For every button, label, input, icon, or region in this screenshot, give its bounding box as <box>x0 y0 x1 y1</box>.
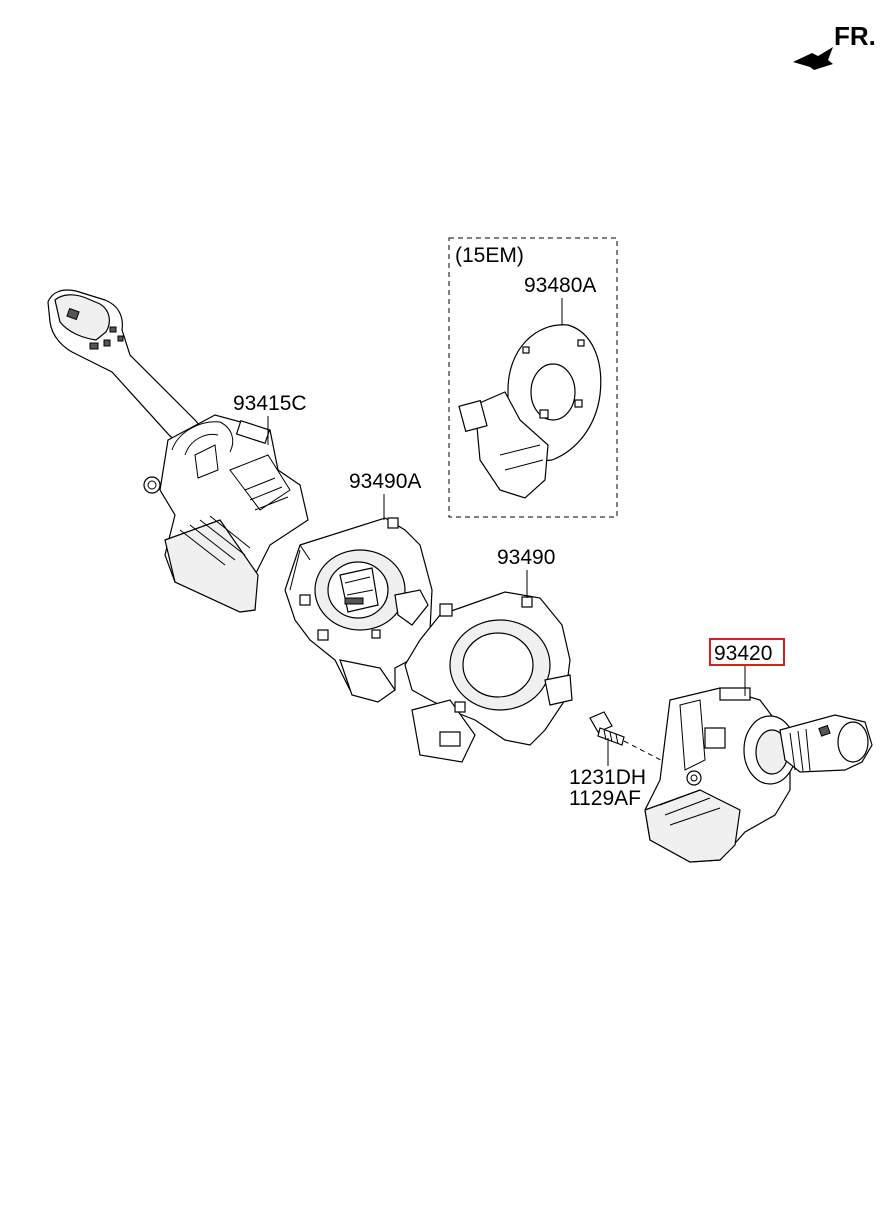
front-direction-indicator: FR. <box>793 21 876 70</box>
variant-label: (15EM) <box>455 244 524 267</box>
part-number-label: 93415C <box>233 392 307 415</box>
steering-angle-sensor <box>458 324 602 499</box>
front-arrow-icon <box>793 47 833 70</box>
part-number-label: 93490 <box>497 546 555 569</box>
callout-screw: 1231DH 1129AF <box>569 738 646 810</box>
contact-assembly <box>404 591 573 763</box>
callout-93490: 93490 <box>497 546 555 598</box>
clock-spring-assembly <box>284 517 433 703</box>
callout-93415C: 93415C <box>233 392 307 445</box>
callout-93490A: 93490A <box>349 470 421 520</box>
front-label: FR. <box>834 21 876 51</box>
screw-fastener <box>589 711 681 771</box>
highlight-box <box>709 638 785 666</box>
variant-box-15EM: (15EM) 93480A <box>448 237 618 518</box>
callout-93420: 93420 <box>709 638 785 696</box>
part-number-label: 93480A <box>524 274 596 297</box>
light-switch-assembly <box>47 289 309 613</box>
part-number-label: 1129AF <box>569 787 641 810</box>
part-number-label: 93490A <box>349 470 421 493</box>
part-number-label: 1231DH <box>569 766 646 789</box>
wiper-switch-assembly <box>644 687 873 863</box>
part-number-label-highlighted[interactable]: 93420 <box>714 642 772 665</box>
